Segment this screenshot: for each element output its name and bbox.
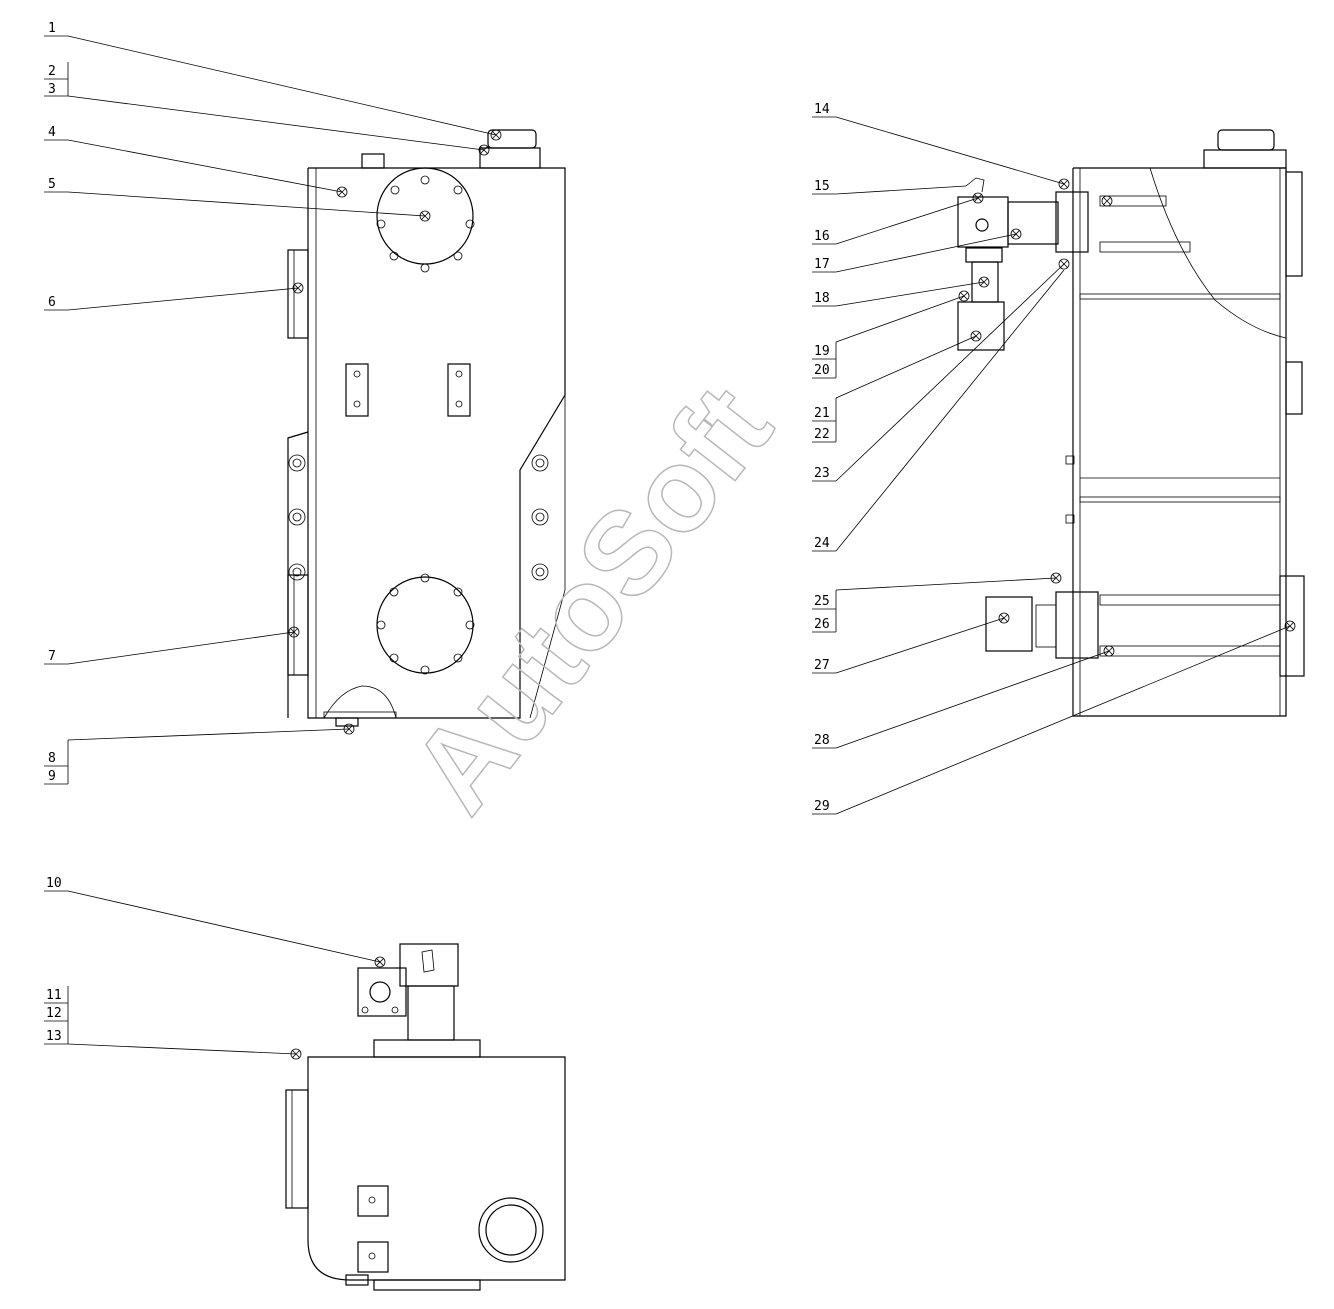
leader-lines [44, 35, 1291, 1055]
callout-labels: 1 2 3 4 5 6 7 8 9 10 11 12 13 14 15 16 1… [46, 21, 830, 1044]
callout-29: 29 [814, 799, 830, 814]
top-view-tank [285, 943, 566, 1291]
callout-16: 16 [814, 229, 830, 244]
callout-23: 23 [814, 466, 830, 481]
callout-21: 21 [814, 406, 830, 421]
callout-12: 12 [46, 1006, 62, 1021]
callout-8: 8 [48, 751, 56, 766]
callout-24: 24 [814, 536, 830, 551]
callout-20: 20 [814, 363, 830, 378]
callout-13: 13 [46, 1029, 62, 1044]
callout-7: 7 [48, 649, 56, 664]
callout-11: 11 [46, 988, 62, 1003]
lower-cover-plate [376, 573, 475, 675]
callout-3: 3 [48, 82, 56, 97]
callout-4: 4 [48, 125, 56, 140]
callout-17: 17 [814, 257, 830, 272]
callout-9: 9 [48, 769, 56, 784]
upper-cover-plate [376, 167, 475, 273]
callout-19: 19 [814, 344, 830, 359]
callout-18: 18 [814, 291, 830, 306]
side-section-view [957, 129, 1305, 717]
callout-28: 28 [814, 733, 830, 748]
callout-14: 14 [814, 102, 830, 117]
front-view-tank [287, 129, 566, 735]
callout-1: 1 [48, 21, 56, 36]
callout-5: 5 [48, 177, 56, 192]
callout-25: 25 [814, 594, 830, 609]
callout-15: 15 [814, 179, 830, 194]
callout-6: 6 [48, 295, 56, 310]
callout-22: 22 [814, 427, 830, 442]
callout-2: 2 [48, 64, 56, 79]
watermark: AutoSoft [386, 362, 797, 836]
callout-10: 10 [46, 876, 62, 891]
callout-27: 27 [814, 658, 830, 673]
callout-26: 26 [814, 617, 830, 632]
